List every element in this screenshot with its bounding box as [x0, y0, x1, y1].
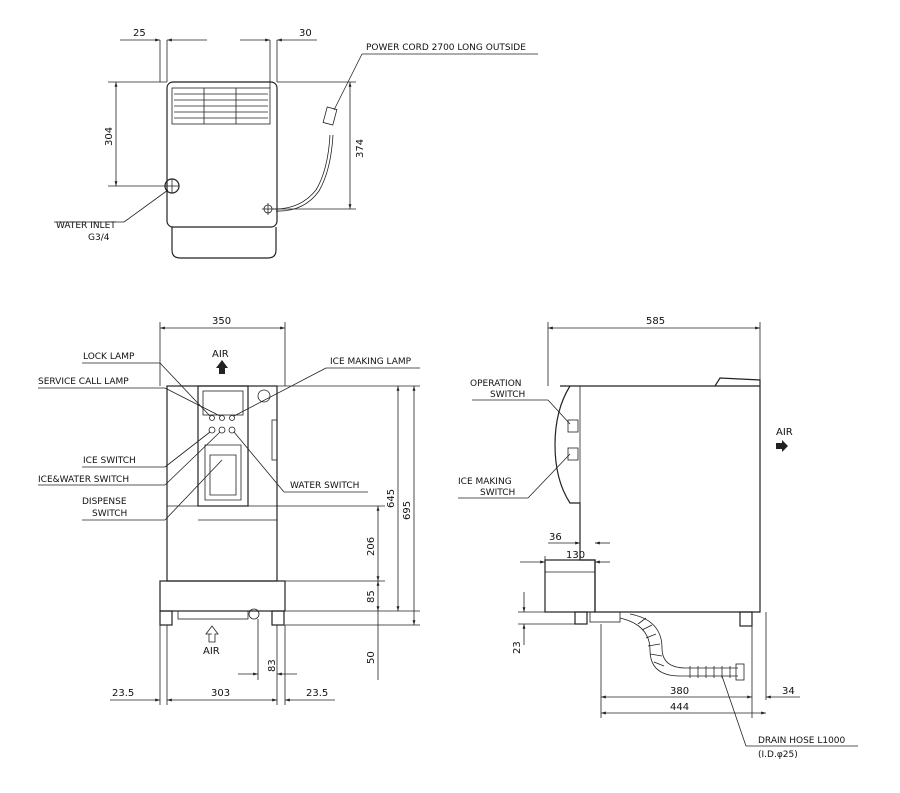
side-top-lid — [714, 377, 761, 387]
lock-lamp-label: LOCK LAMP — [83, 352, 135, 362]
dim-206: 206 — [366, 537, 377, 556]
ice-switch — [208, 426, 216, 434]
side-foot-front — [574, 611, 588, 625]
ice-water-switch — [218, 426, 226, 434]
top-view-body — [166, 81, 278, 228]
side-foot-rear — [739, 611, 753, 627]
dim-30: 30 — [299, 28, 312, 39]
dim-130: 130 — [566, 550, 585, 561]
dim-444: 444 — [670, 702, 689, 713]
front-view: AIR AIR 350 645 695 206 85 50 83 — [38, 316, 420, 705]
ice-making-lamp-label: ICE MAKING LAMP — [330, 357, 412, 367]
dim-25: 25 — [133, 28, 146, 39]
power-cord — [271, 134, 331, 210]
front-base — [159, 580, 286, 612]
ice-making-switch-label-2: SWITCH — [480, 488, 515, 498]
side-air-label: AIR — [776, 427, 793, 438]
drain-hose-label: DRAIN HOSE L1000 — [758, 736, 846, 746]
dispense-switch-label-2: SWITCH — [92, 509, 127, 519]
water-inlet-label: WATER INLET — [56, 221, 116, 231]
air-up-arrow-icon — [216, 360, 228, 374]
dim-304: 304 — [104, 127, 115, 146]
ice-switch-label: ICE SWITCH — [83, 456, 136, 466]
dim-695: 695 — [402, 501, 413, 520]
dim-34: 34 — [782, 686, 795, 697]
ice-making-switch-label: ICE MAKING — [458, 477, 512, 487]
dispense-switch-label: DISPENSE — [82, 497, 127, 507]
dim-303: 303 — [211, 688, 230, 699]
air-right-arrow-icon — [776, 440, 788, 452]
operation-switch-icon — [567, 419, 579, 433]
water-inlet-size: G3/4 — [88, 233, 110, 243]
drain-hose-diameter: (I.D.φ25) — [758, 750, 798, 760]
dim-36: 36 — [549, 532, 562, 543]
top-view: 25 30 304 374 POWER CORD 2700 LONG OUTSI… — [54, 28, 538, 259]
dim-23-5-left: 23.5 — [112, 688, 134, 699]
front-foot-right — [271, 610, 285, 626]
dim-83: 83 — [267, 659, 278, 672]
front-foot-left — [159, 610, 173, 626]
air-bottom-arrow-icon — [205, 625, 219, 643]
dim-350: 350 — [212, 316, 231, 327]
ice-water-switch-label: ICE&WATER SWITCH — [38, 475, 129, 485]
water-switch-label: WATER SWITCH — [290, 481, 359, 491]
air-bottom-label: AIR — [203, 646, 220, 657]
power-cord-label: POWER CORD 2700 LONG OUTSIDE — [366, 43, 526, 53]
service-call-lamp — [219, 415, 225, 421]
dim-585: 585 — [646, 316, 665, 327]
dim-23: 23 — [512, 641, 523, 654]
vent-grille — [171, 87, 271, 125]
air-top-label: AIR — [212, 349, 229, 360]
ice-making-switch-icon — [567, 447, 579, 461]
operation-switch-label: OPERATION — [470, 379, 522, 389]
side-body — [554, 385, 761, 613]
water-switch — [228, 426, 236, 434]
dim-374: 374 — [355, 139, 366, 158]
ice-making-lamp — [229, 415, 235, 421]
dispense-switch — [204, 444, 242, 501]
side-view: AIR 585 36 130 23 380 34 444 OPERATION — [458, 316, 858, 760]
plug-icon — [322, 106, 338, 126]
operation-switch-label-2: SWITCH — [490, 390, 525, 400]
dim-85: 85 — [366, 590, 377, 603]
lock-lamp — [209, 415, 215, 421]
dim-23-5-right: 23.5 — [306, 688, 328, 699]
drain-hose — [619, 617, 738, 677]
side-drip-tray — [544, 559, 596, 613]
top-view-base — [171, 227, 277, 259]
dim-50: 50 — [366, 651, 377, 664]
dim-380: 380 — [670, 686, 689, 697]
service-call-lamp-label: SERVICE CALL LAMP — [38, 377, 129, 387]
dim-645: 645 — [386, 489, 397, 508]
